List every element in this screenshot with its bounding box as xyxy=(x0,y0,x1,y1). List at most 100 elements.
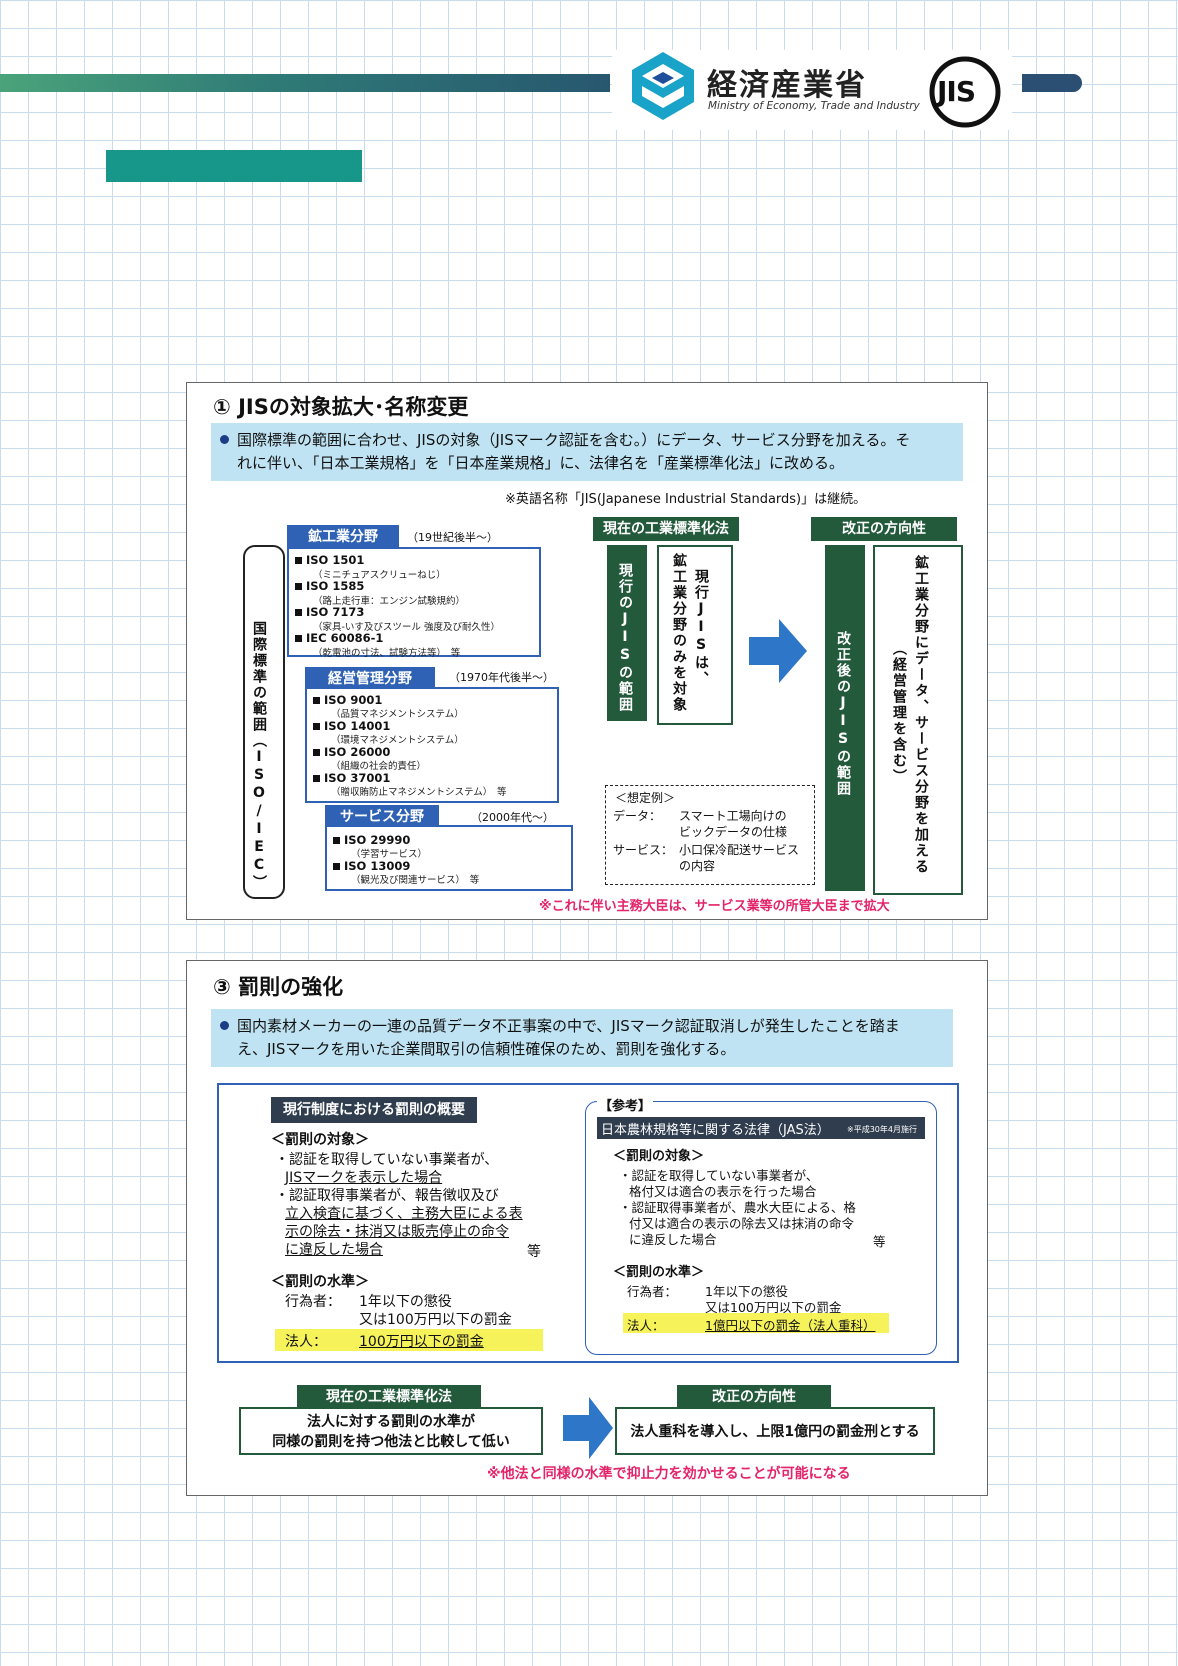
target-line: 立入検査に基づく、主務大臣による表 xyxy=(285,1206,523,1222)
section3-footnote: ※他法と同様の水準で抑止力を効かせることが可能になる xyxy=(487,1466,851,1482)
right-arrow-icon xyxy=(749,619,807,683)
target-line: 示の除去・抹消又は販売停止の命令 xyxy=(285,1224,509,1240)
service-field-box xyxy=(325,825,573,891)
jas-actor-line2: 又は100万円以下の罰金 xyxy=(705,1300,842,1315)
jis-logo: JIS xyxy=(928,55,1002,129)
jas-level-header: ＜罰則の水準＞ xyxy=(613,1265,705,1280)
section3-title: ③ 罰則の強化 xyxy=(213,975,344,999)
mining-field-box xyxy=(287,547,541,657)
jas-corp-value: 1億円以下の罰金（法人重科） xyxy=(705,1318,876,1333)
section1-lead-line2: れに伴い、「日本工業規格」を「日本産業規格」に、法律名を「産業標準化法」に改める… xyxy=(237,454,845,472)
mining-item-desc: （乾電池の寸法、試験方法等） 等 xyxy=(313,648,461,659)
current-desc-col1: 現行JISは、 xyxy=(693,569,709,687)
direction-header-bottom: 改正の方向性 xyxy=(677,1385,831,1409)
mining-item-desc: （路上走行車：エンジン試験規約） xyxy=(313,596,466,607)
target-line: ・認証取得事業者が、報告徴収及び xyxy=(275,1188,499,1204)
future-range-label: 改正後のJISの範囲 xyxy=(835,631,851,797)
section-tab xyxy=(106,150,362,182)
example-box xyxy=(605,785,815,885)
mining-field-label: 鉱工業分野 xyxy=(287,525,399,549)
current-desc-box xyxy=(657,545,733,725)
jas-corp-label: 法人： xyxy=(627,1318,665,1333)
ministry-name-en: Ministry of Economy, Trade and Industry xyxy=(708,100,920,112)
ministry-name-jp: 経済産業省 xyxy=(707,68,867,103)
jas-actor-line1: 1年以下の懲役 xyxy=(705,1284,788,1299)
corp-highlight xyxy=(275,1329,543,1351)
management-item-desc: （贈収賄防止マネジメントシステム） 等 xyxy=(331,787,507,798)
management-item: ISO 14001 xyxy=(313,719,390,733)
example-service-line2: の内容 xyxy=(679,859,716,873)
actor-label: 行為者： xyxy=(285,1294,341,1310)
section1-title: ① JISの対象拡大･名称変更 xyxy=(213,395,469,419)
meti-logo-icon xyxy=(632,52,694,120)
target-line: に違反した場合 xyxy=(285,1242,383,1258)
future-desc-col2: （経営管理を含む） xyxy=(891,641,907,785)
jas-header: 日本農林規格等に関する法律（JAS法） xyxy=(601,1123,830,1138)
direction-text: 法人重科を導入し、上限1億円の罰金刑とする xyxy=(630,1424,920,1440)
jis-logo-text: JIS xyxy=(937,75,976,108)
management-item-desc: （環境マネジメントシステム） xyxy=(331,735,464,746)
right-arrow-icon xyxy=(563,1397,613,1459)
current-law-header: 現在の工業標準化法 xyxy=(593,517,739,541)
mining-item-desc: （家具-いす及びスツール 強度及び耐久性） xyxy=(313,622,500,633)
header-right-bar xyxy=(1022,74,1082,92)
jas-target-line: 格付又は適合の表示を行った場合 xyxy=(629,1184,817,1199)
management-item: ISO 9001 xyxy=(313,693,382,707)
jas-target-etc: 等 xyxy=(873,1234,886,1249)
jas-reference-frame xyxy=(585,1101,937,1355)
bullet-icon xyxy=(220,1021,229,1030)
english-name-note: ※英語名称「JIS(Japanese Industrial Standards)… xyxy=(505,492,867,507)
mining-item-desc: （ミニチュアスクリューねじ） xyxy=(313,570,446,581)
bullet-icon xyxy=(220,435,229,444)
current-desc-col2: 鉱工業分野のみを対象 xyxy=(671,553,687,713)
jas-actor-label: 行為者： xyxy=(627,1284,678,1299)
corp-value: 100万円以下の罰金 xyxy=(359,1334,484,1350)
example-title: ＜想定例＞ xyxy=(615,791,676,805)
mining-item: ISO 7173 xyxy=(295,605,364,619)
example-service-line1: 小口保冷配送サービス xyxy=(679,843,800,857)
scope-label: 国際標準の範囲（ISO/IEC） xyxy=(251,621,267,891)
management-item-desc: （組織の社会的責任） xyxy=(331,761,427,772)
future-direction-header: 改正の方向性 xyxy=(811,517,957,541)
current-range-bar xyxy=(607,545,647,721)
ref-label: 【参考】 xyxy=(597,1095,654,1114)
management-period: （1970年代後半～） xyxy=(449,671,554,684)
direction-box xyxy=(615,1407,935,1455)
jas-header-bar xyxy=(597,1117,925,1139)
example-data-line2: ビックデータの仕様 xyxy=(679,825,788,839)
actor-line2: 又は100万円以下の罰金 xyxy=(359,1312,512,1328)
comparison-frame xyxy=(217,1083,959,1363)
current-range-label: 現行のJISの範囲 xyxy=(617,563,633,713)
mining-item: ISO 1501 xyxy=(295,553,364,567)
current-law-box xyxy=(239,1407,543,1455)
section1-footnote: ※これに伴い主務大臣は、サービス業等の所管大臣まで拡大 xyxy=(539,899,890,914)
actor-line1: 1年以下の懲役 xyxy=(359,1294,452,1310)
example-service-label: サービス： xyxy=(613,843,674,857)
service-period: （2000年代～） xyxy=(471,811,554,824)
jis-mark-icon xyxy=(929,56,1001,128)
jas-target-line: に違反した場合 xyxy=(629,1232,717,1247)
service-item-desc: （学習サービス） xyxy=(351,849,428,860)
jas-note: ※平成30年4月施行 xyxy=(847,1125,917,1134)
target-line: JISマークを表示した場合 xyxy=(285,1170,443,1186)
jas-target-line: ・認証取得事業者が、農水大臣による、格 xyxy=(619,1200,856,1215)
jas-target-header: ＜罰則の対象＞ xyxy=(613,1149,705,1164)
service-item: ISO 13009 xyxy=(333,859,410,873)
example-data-line1: スマート工場向けの xyxy=(679,809,787,823)
section-penalty-panel: ③ 罰則の強化 国内素材メーカーの一連の品質データ不正事案の中で、JISマーク認… xyxy=(186,960,988,1496)
jas-target-line: ・認証を取得していない事業者が、 xyxy=(619,1168,819,1183)
management-item-desc: （品質マネジメントシステム） xyxy=(331,709,464,720)
current-law-header-bottom: 現在の工業標準化法 xyxy=(297,1385,481,1409)
service-item-desc: （観光及び関連サービス） 等 xyxy=(351,875,480,886)
jas-corp-highlight xyxy=(623,1313,889,1333)
scope-bracket xyxy=(243,545,285,899)
management-item: ISO 26000 xyxy=(313,745,390,759)
mining-item: IEC 60086-1 xyxy=(295,631,383,645)
target-etc: 等 xyxy=(527,1244,541,1260)
level-header: ＜罰則の水準＞ xyxy=(271,1274,369,1290)
management-item: ISO 37001 xyxy=(313,771,390,785)
section1-lead-line1: 国際標準の範囲に合わせ、JISの対象（JISマーク認証を含む。）にデータ、サービ… xyxy=(237,431,911,449)
section-jis-scope-panel: ① JISの対象拡大･名称変更 国際標準の範囲に合わせ、JISの対象（JISマー… xyxy=(186,382,988,920)
example-data-label: データ： xyxy=(613,809,662,823)
mining-item: ISO 1585 xyxy=(295,579,364,593)
